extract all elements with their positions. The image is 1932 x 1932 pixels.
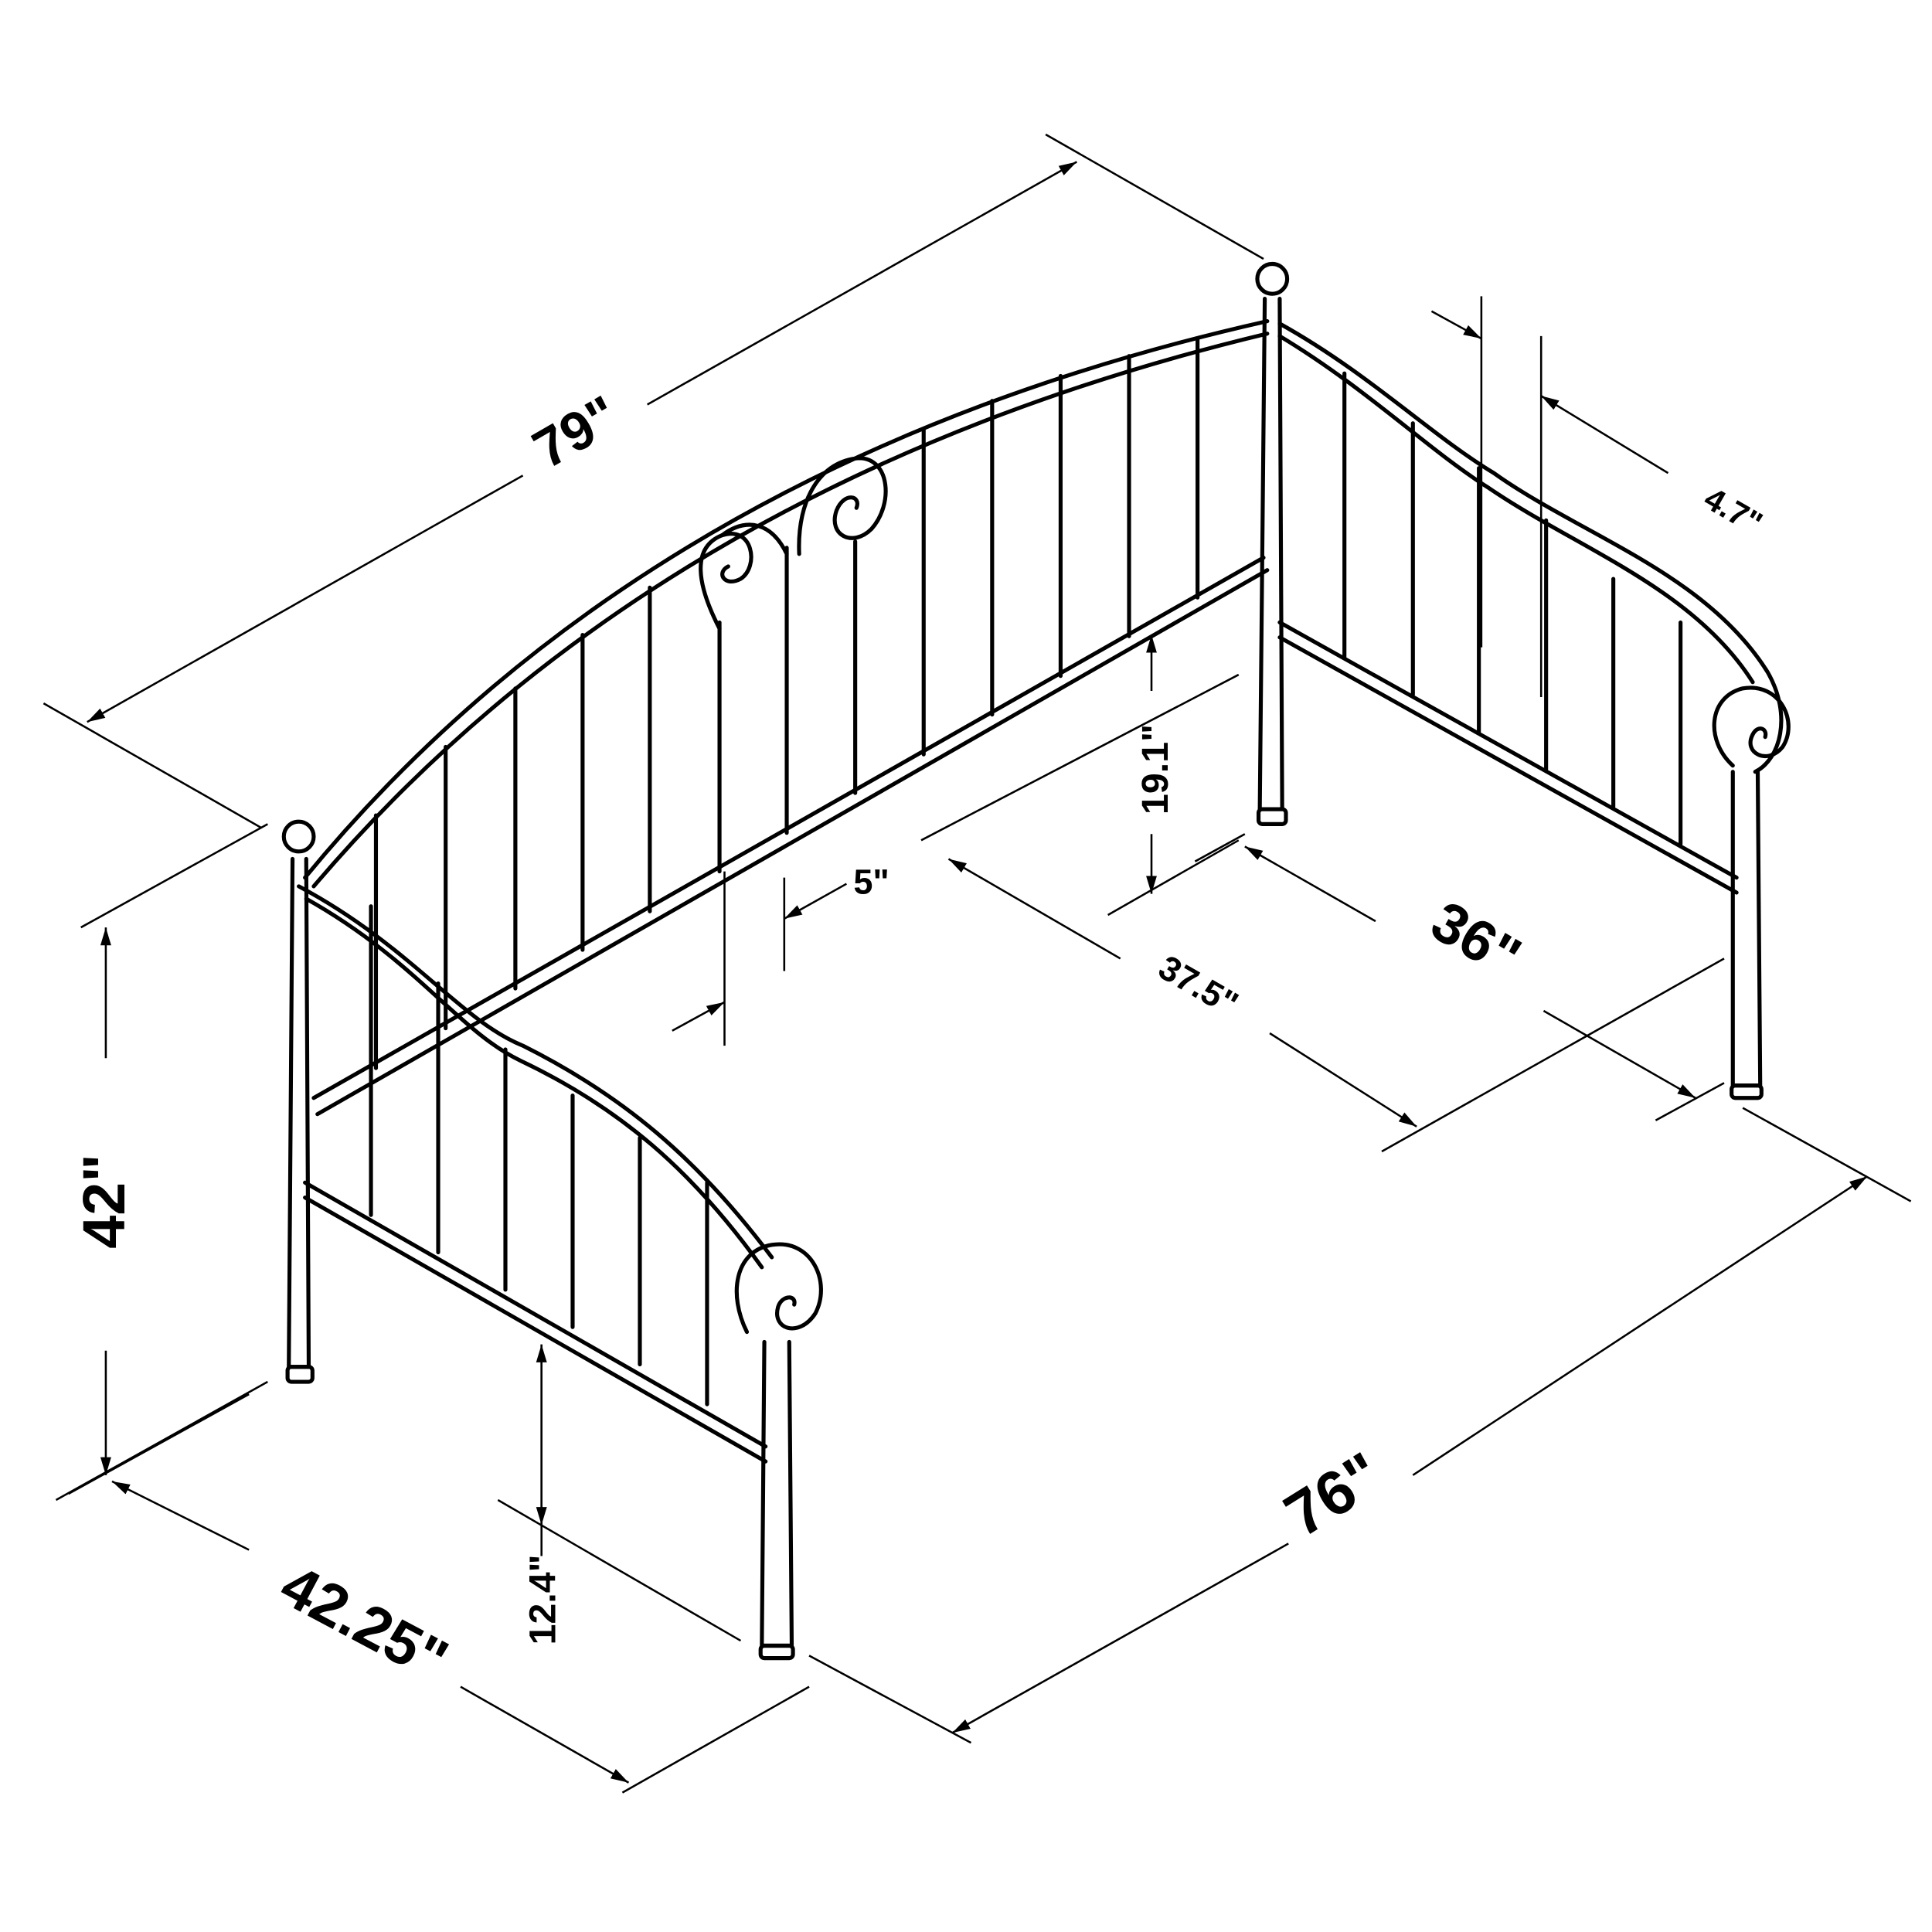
dimension-lines — [43, 133, 1912, 1794]
label-overall-depth: 42.25" — [270, 1552, 459, 1694]
label-overall-length: 79" — [523, 384, 629, 481]
dimension-labels: 79" 4.7" 42" 42.25" 12.4" 76" 5" 19.1" 3… — [71, 384, 1769, 1694]
label-floor-clearance: 12.4" — [522, 1554, 563, 1645]
label-back-panel-height: 19.1" — [1134, 724, 1176, 815]
label-inner-depth: 37.5" — [1152, 947, 1245, 1024]
label-spindle-spacing: 5" — [853, 862, 889, 902]
label-mattress-width: 36" — [1421, 889, 1532, 990]
label-inner-length: 76" — [1273, 1439, 1393, 1550]
label-overall-height: 42" — [71, 1154, 138, 1249]
daybed-frame — [281, 261, 1791, 1661]
back-scroll-ornaments — [699, 456, 888, 631]
label-post-offset: 4.7" — [1699, 480, 1769, 542]
